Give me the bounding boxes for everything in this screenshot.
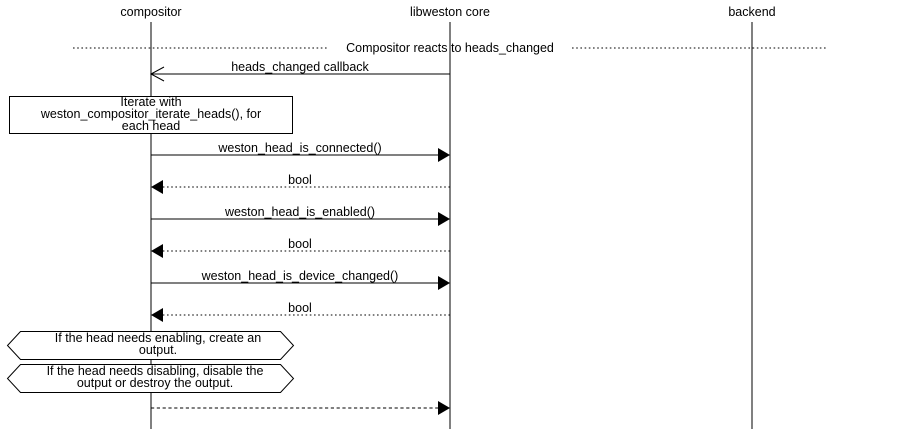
condition-head-needs-enabling-line-2: output.: [139, 343, 177, 357]
note-iterate-heads-line-3: each head: [122, 119, 180, 133]
arrowhead-open-left-icon: [149, 66, 165, 82]
message-label-bool-return-3: bool: [288, 301, 312, 315]
participant-label-libweston-core[interactable]: libweston core: [410, 5, 490, 19]
condition-head-needs-disabling[interactable]: If the head needs disabling, disable the…: [6, 364, 295, 393]
arrowhead-filled-right-icon: [438, 401, 450, 415]
participant-label-compositor[interactable]: compositor: [120, 5, 181, 19]
note-iterate-heads-line-2: weston_compositor_iterate_heads(), for: [40, 107, 261, 121]
arrowhead-filled-left-icon: [151, 180, 163, 194]
message-label-weston-head-is-connected: weston_head_is_connected(): [217, 141, 381, 155]
note-iterate-heads-line-1: Iterate with: [120, 95, 181, 109]
condition-head-needs-enabling-line-1: If the head needs enabling, create an: [55, 331, 261, 345]
arrowhead-filled-right-icon: [438, 276, 450, 290]
arrowhead-filled-left-icon: [151, 244, 163, 258]
participant-headers: compositor libweston core backend: [120, 5, 775, 19]
separator-label: Compositor reacts to heads_changed: [346, 41, 554, 55]
condition-head-needs-enabling[interactable]: If the head needs enabling, create an ou…: [6, 331, 295, 360]
message-label-weston-head-is-enabled: weston_head_is_enabled(): [224, 205, 375, 219]
message-weston-head-is-connected[interactable]: weston_head_is_connected(): [151, 141, 450, 162]
message-weston-head-is-enabled[interactable]: weston_head_is_enabled(): [151, 205, 450, 226]
arrowhead-filled-left-icon: [151, 308, 163, 322]
separator-compositor-reacts: Compositor reacts to heads_changed: [73, 41, 826, 55]
participant-label-backend[interactable]: backend: [728, 5, 775, 19]
message-heads-changed-callback[interactable]: heads_changed callback: [149, 60, 450, 82]
condition-head-needs-disabling-line-2: output or destroy the output.: [77, 376, 233, 390]
note-iterate-heads-box: [9, 96, 293, 134]
message-label-heads-changed-callback: heads_changed callback: [231, 60, 369, 74]
message-bool-return-1[interactable]: bool: [151, 173, 450, 194]
message-bool-return-3[interactable]: bool: [151, 301, 450, 322]
message-label-bool-return-2: bool: [288, 237, 312, 251]
condition-head-needs-disabling-hexagon: [6, 364, 295, 393]
condition-head-needs-disabling-line-1: If the head needs disabling, disable the: [47, 364, 264, 378]
message-final-dashed[interactable]: [151, 401, 450, 415]
message-weston-head-is-device-changed[interactable]: weston_head_is_device_changed(): [151, 269, 450, 290]
message-bool-return-2[interactable]: bool: [151, 237, 450, 258]
arrowhead-filled-right-icon: [438, 148, 450, 162]
arrowhead-filled-right-icon: [438, 212, 450, 226]
condition-head-needs-enabling-hexagon: [6, 331, 295, 360]
message-label-bool-return-1: bool: [288, 173, 312, 187]
message-label-weston-head-is-device-changed: weston_head_is_device_changed(): [201, 269, 399, 283]
lifelines-group: [150, 22, 753, 429]
note-iterate-heads[interactable]: Iterate with weston_compositor_iterate_h…: [9, 95, 293, 134]
